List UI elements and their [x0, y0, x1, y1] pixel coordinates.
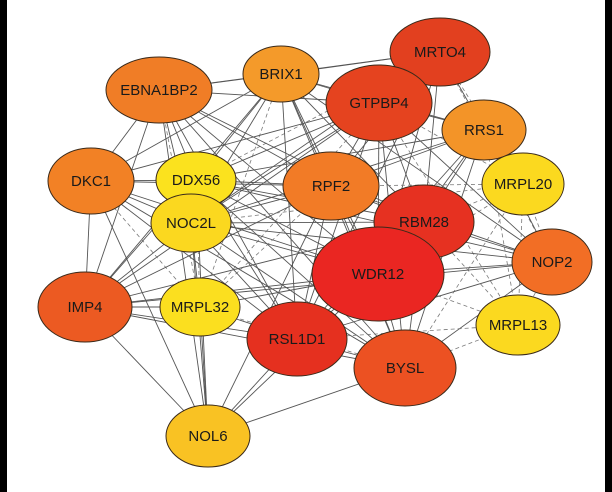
node-circle-mrpl20	[481, 152, 565, 216]
node-rsl1d1: RSL1D1	[246, 301, 348, 377]
node-label-nop2: NOP2	[532, 254, 573, 271]
node-label-gtpbp4: GTPBP4	[349, 95, 408, 112]
node-label-mrpl13: MRPL13	[489, 317, 547, 334]
edge-ddx56-bysl	[195, 179, 406, 369]
node-label-rbm28: RBM28	[399, 214, 449, 231]
node-circle-mrto4	[389, 17, 491, 87]
node-brix1: BRIX1	[242, 45, 320, 103]
node-nol6: NOL6	[165, 404, 251, 468]
edge-rrs1-mrpl13	[483, 129, 519, 326]
node-ebna1bp2: EBNA1BP2	[105, 56, 213, 124]
edge-gtpbp4-mrpl32	[199, 102, 380, 308]
node-circle-nol6	[165, 404, 251, 468]
node-circle-gtpbp4	[325, 64, 433, 142]
node-label-mrto4: MRTO4	[414, 44, 466, 61]
node-label-mrpl32: MRPL32	[171, 299, 229, 316]
node-label-wdr12: WDR12	[352, 266, 405, 283]
node-mrpl20: MRPL20	[481, 152, 565, 216]
edge-ebna1bp2-mrpl32	[158, 89, 201, 308]
node-circle-bysl	[353, 329, 457, 407]
node-label-rrs1: RRS1	[464, 122, 504, 139]
node-label-ebna1bp2: EBNA1BP2	[120, 82, 198, 99]
edge-ebna1bp2-bysl	[158, 89, 406, 369]
node-label-bysl: BYSL	[386, 360, 424, 377]
node-mrpl32: MRPL32	[159, 277, 241, 337]
node-rrs1: RRS1	[441, 99, 527, 161]
node-circle-brix1	[242, 45, 320, 103]
node-ddx56: DDX56	[155, 151, 237, 209]
node-label-ddx56: DDX56	[172, 172, 220, 189]
node-label-noc2l: NOC2L	[166, 215, 216, 232]
node-circle-ebna1bp2	[105, 56, 213, 124]
edge-dkc1-nol6	[90, 180, 209, 437]
node-circle-mrpl13	[475, 294, 561, 356]
node-gtpbp4: GTPBP4	[325, 64, 433, 142]
node-circle-mrpl32	[159, 277, 241, 337]
node-circle-nop2	[511, 228, 593, 296]
node-label-rsl1d1: RSL1D1	[269, 331, 326, 348]
edge-ebna1bp2-rbm28	[158, 89, 425, 223]
node-label-brix1: BRIX1	[259, 66, 302, 83]
node-label-dkc1: DKC1	[71, 173, 111, 190]
edge-ebna1bp2-nol6	[158, 89, 209, 437]
node-dkc1: DKC1	[47, 147, 135, 215]
node-circle-rrs1	[441, 99, 527, 161]
node-circle-rsl1d1	[246, 301, 348, 377]
node-label-nol6: NOL6	[188, 428, 227, 445]
node-label-mrpl20: MRPL20	[494, 176, 552, 193]
edge-gtpbp4-imp4	[84, 102, 380, 308]
node-circle-noc2l	[150, 193, 232, 253]
node-mrpl13: MRPL13	[475, 294, 561, 356]
edge-dkc1-bysl	[90, 180, 406, 369]
node-label-rpf2: RPF2	[312, 178, 350, 195]
node-nop2: NOP2	[511, 228, 593, 296]
edge-gtpbp4-mrpl13	[378, 102, 519, 326]
node-circle-dkc1	[47, 147, 135, 215]
node-bysl: BYSL	[353, 329, 457, 407]
node-label-imp4: IMP4	[67, 299, 102, 316]
node-circle-rpf2	[282, 151, 380, 221]
edge-imp4-bysl	[84, 306, 406, 369]
node-rpf2: RPF2	[282, 151, 380, 221]
node-imp4: IMP4	[37, 271, 133, 343]
node-circle-wdr12	[311, 226, 445, 322]
node-wdr12: WDR12	[311, 226, 445, 322]
node-noc2l: NOC2L	[150, 193, 232, 253]
edge-gtpbp4-rsl1d1	[296, 102, 380, 340]
node-mrto4: MRTO4	[389, 17, 491, 87]
edge-brix1-mrpl32	[199, 73, 282, 308]
node-circle-imp4	[37, 271, 133, 343]
